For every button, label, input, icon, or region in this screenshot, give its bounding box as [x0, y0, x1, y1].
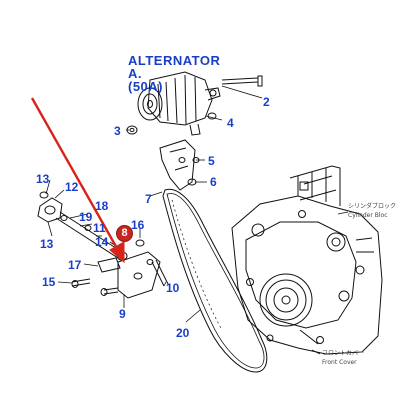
engine-front-cover-drawing: [231, 165, 383, 355]
front-cover-label-jp: フロントカバー: [322, 350, 365, 357]
part-label-20[interactable]: 20: [176, 326, 190, 340]
part-label-2[interactable]: 2: [263, 95, 270, 109]
cylinder-block-label-jp: シリンダブロック: [348, 203, 397, 210]
cylinder-block-label-en: Cylinder Bloc: [348, 212, 388, 219]
part-label-13-bottom[interactable]: 13: [40, 237, 54, 251]
part-label-7[interactable]: 7: [145, 192, 152, 206]
part-label-6[interactable]: 6: [210, 175, 217, 189]
part-label-5[interactable]: 5: [208, 154, 215, 168]
alternator-drawing: [126, 71, 263, 191]
alternator-rating: (50A): [128, 79, 164, 94]
v-belt-drawing: [162, 188, 268, 373]
part-label-15[interactable]: 15: [42, 275, 56, 289]
leader-lines: [45, 85, 349, 355]
part-label-4[interactable]: 4: [227, 116, 234, 130]
part-label-12[interactable]: 12: [65, 180, 79, 194]
highlighted-part-badge-8[interactable]: 8: [117, 226, 132, 241]
alternator-title: ALTERNATOR: [128, 53, 221, 68]
part-label-3[interactable]: 3: [114, 124, 121, 138]
part-label-17[interactable]: 17: [68, 258, 82, 272]
alternator-title-line2: A.: [128, 66, 142, 81]
part-label-16[interactable]: 16: [131, 218, 145, 232]
red-callout-arrow: [30, 97, 125, 264]
part-label-11[interactable]: 11: [93, 221, 106, 235]
part-label-13-top[interactable]: 13: [36, 172, 50, 186]
part-label-9[interactable]: 9: [119, 307, 126, 321]
part-label-18[interactable]: 18: [95, 199, 109, 213]
part-label-10[interactable]: 10: [166, 281, 180, 295]
front-cover-label-en: Front Cover: [322, 359, 357, 366]
part-label-19[interactable]: 19: [79, 210, 93, 224]
part-label-14[interactable]: 14: [95, 235, 109, 249]
